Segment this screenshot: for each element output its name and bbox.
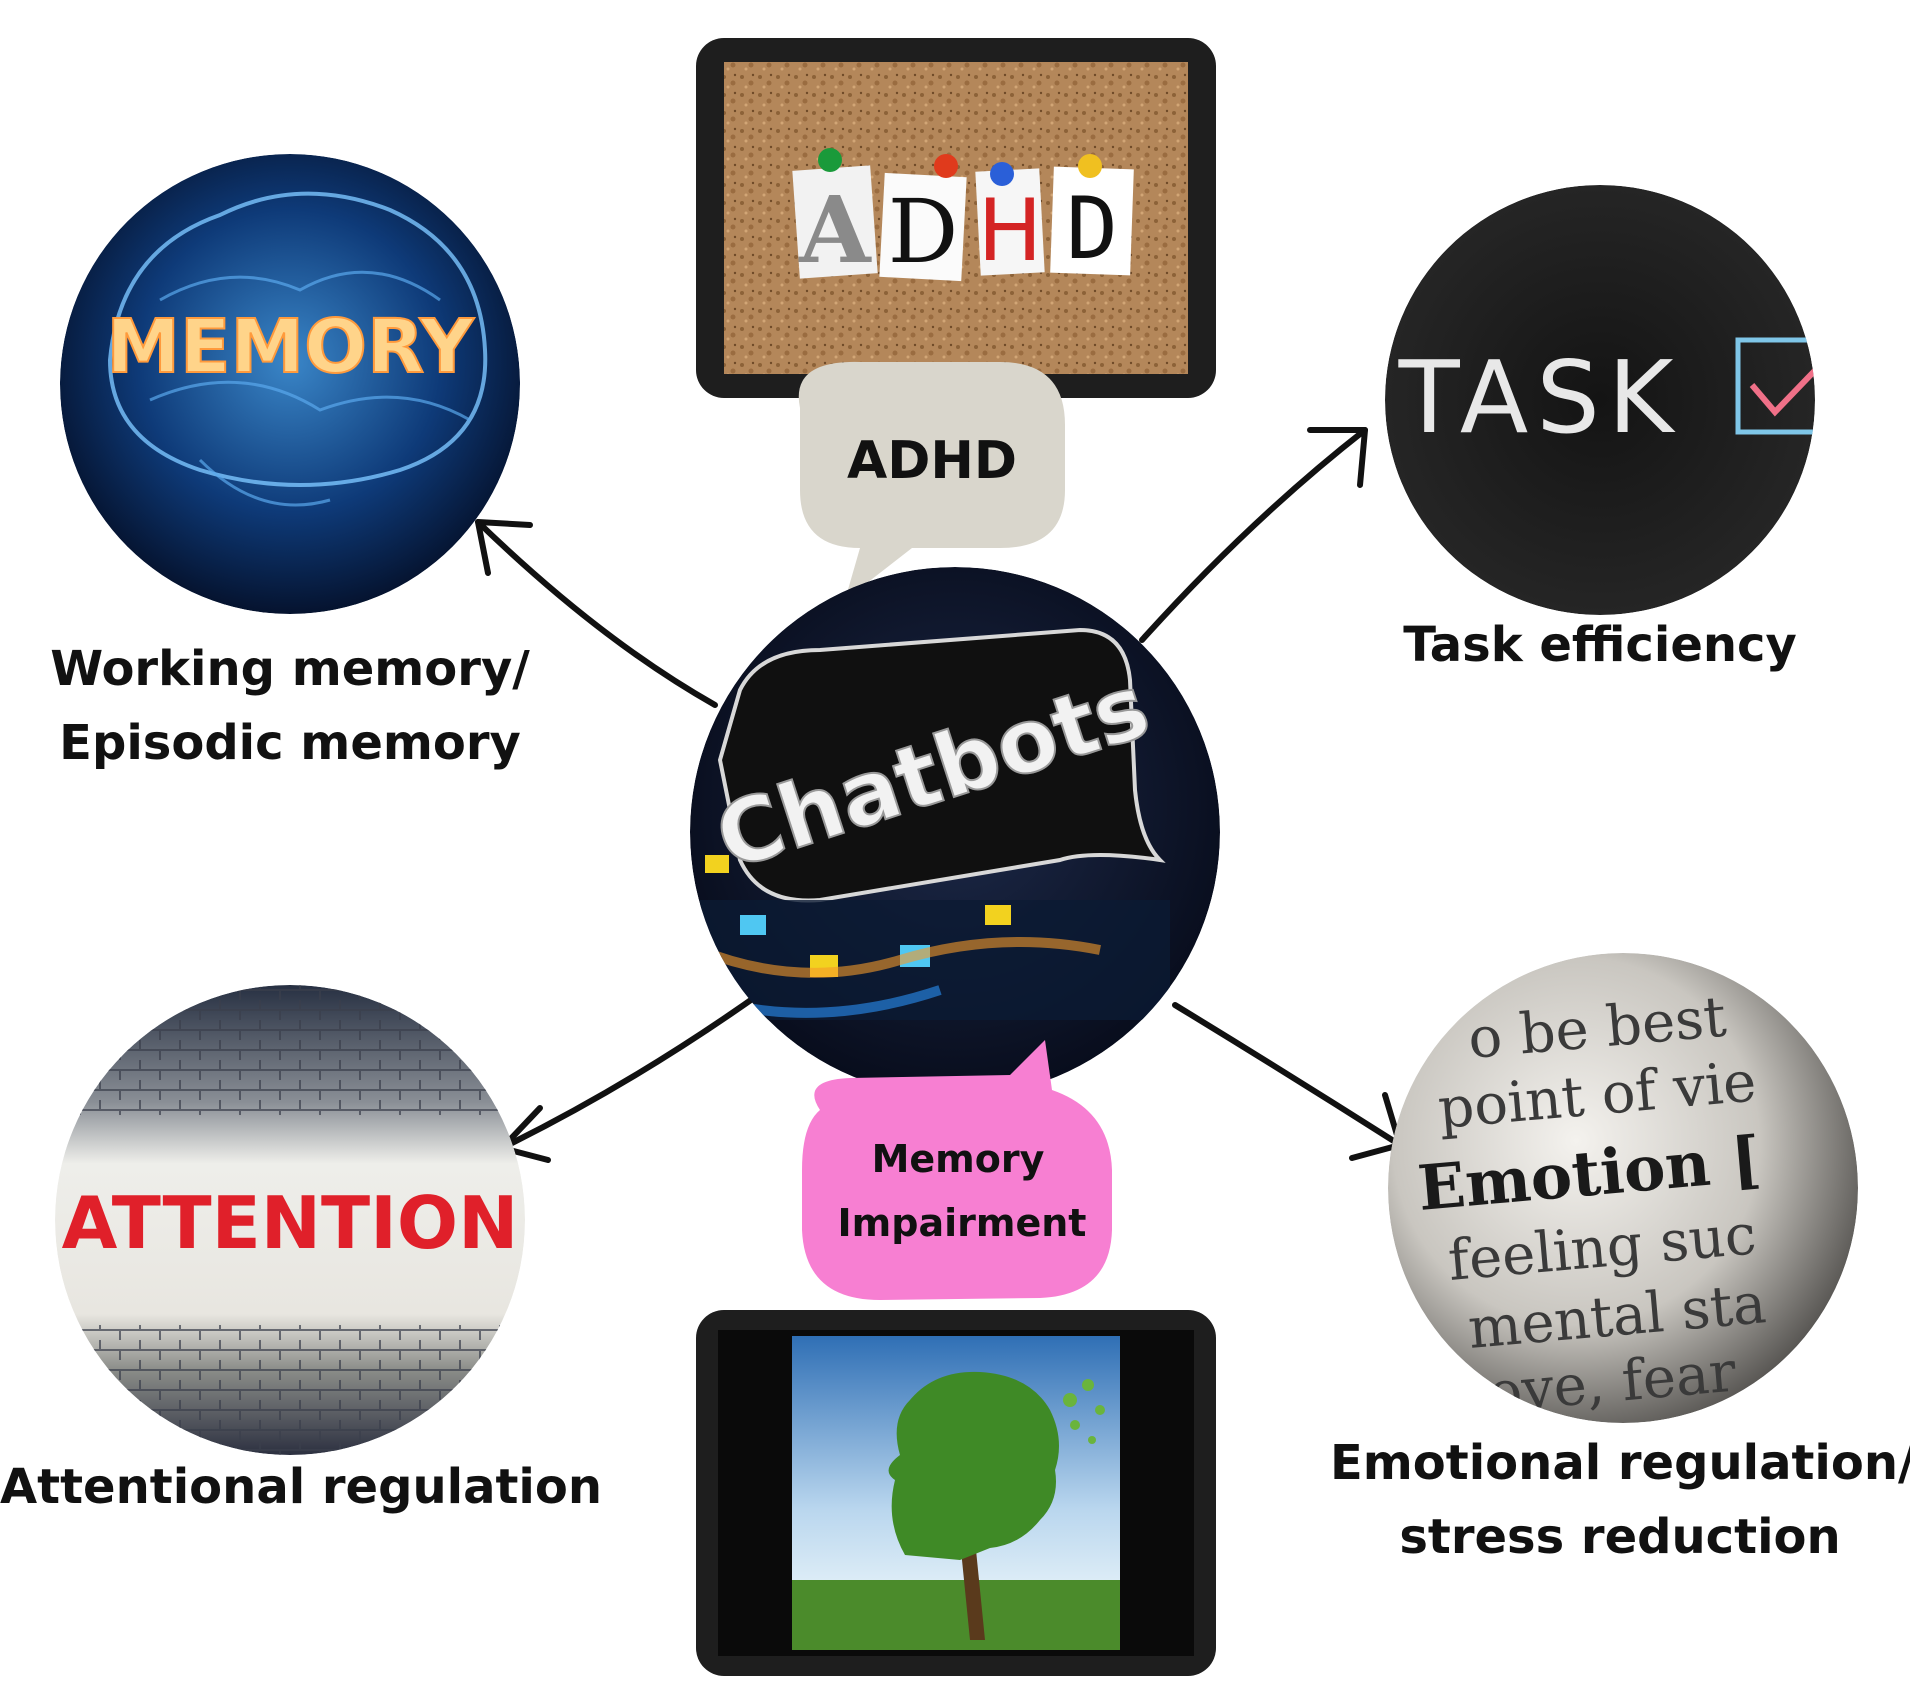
checkbox-icon <box>1735 337 1815 435</box>
adhd-bubble-text: ADHD <box>847 431 1017 491</box>
arrow-to-emotion <box>1172 1002 1403 1161</box>
memory-impairment-line-2: Impairment <box>838 1201 1087 1245</box>
memory-impairment-speech-bubble: Memory Impairment <box>802 1040 1112 1300</box>
working-memory-label-line-2: Episodic memory <box>59 715 521 771</box>
attention-node-image: ATTENTION <box>55 985 525 1455</box>
emotion-node-image: o be best point of vie Emotion [ feeling… <box>1388 953 1858 1423</box>
arrow-to-attention <box>499 982 775 1163</box>
task-node-image: TASK <box>1385 185 1815 615</box>
attentional-regulation-label: Attentional regulation <box>0 1459 603 1515</box>
emotional-regulation-label-line-1: Emotional regulation/ <box>1330 1435 1910 1491</box>
arrow-to-memory <box>475 519 718 708</box>
adhd-tablet: A D H D <box>696 38 1216 398</box>
tile-letter-h: H <box>978 181 1043 281</box>
adhd-speech-bubble: ADHD <box>798 361 1065 600</box>
tile-letter-d2: D <box>1066 179 1118 279</box>
chatbots-center-node: Chatbots <box>690 567 1220 1097</box>
emotional-regulation-label-line-2: stress reduction <box>1399 1509 1841 1565</box>
memory-node-image: MEMORY <box>60 154 520 614</box>
emotional-regulation-label: Emotional regulation/ stress reduction <box>1330 1426 1910 1574</box>
working-memory-label: Working memory/ Episodic memory <box>20 632 560 780</box>
checkmark-icon <box>1749 357 1815 417</box>
falling-leaves <box>1063 1379 1105 1444</box>
arrow-to-task <box>1139 427 1368 643</box>
tile-letter-d1: D <box>888 180 959 283</box>
task-efficiency-label: Task efficiency <box>1403 617 1797 673</box>
task-image-text: TASK <box>1398 339 1682 456</box>
adhd-letter-tiles: A D H D <box>792 148 1134 284</box>
attention-image-text: ATTENTION <box>62 1181 519 1265</box>
tile-letter-a: A <box>798 176 872 284</box>
tree-trunk <box>960 1540 985 1640</box>
tree-head-foliage-icon <box>888 1371 1059 1560</box>
memory-impairment-line-1: Memory <box>872 1137 1045 1181</box>
tree-head-tablet <box>696 1310 1216 1676</box>
working-memory-label-line-1: Working memory/ <box>50 641 530 697</box>
memory-image-text: MEMORY <box>106 304 475 390</box>
